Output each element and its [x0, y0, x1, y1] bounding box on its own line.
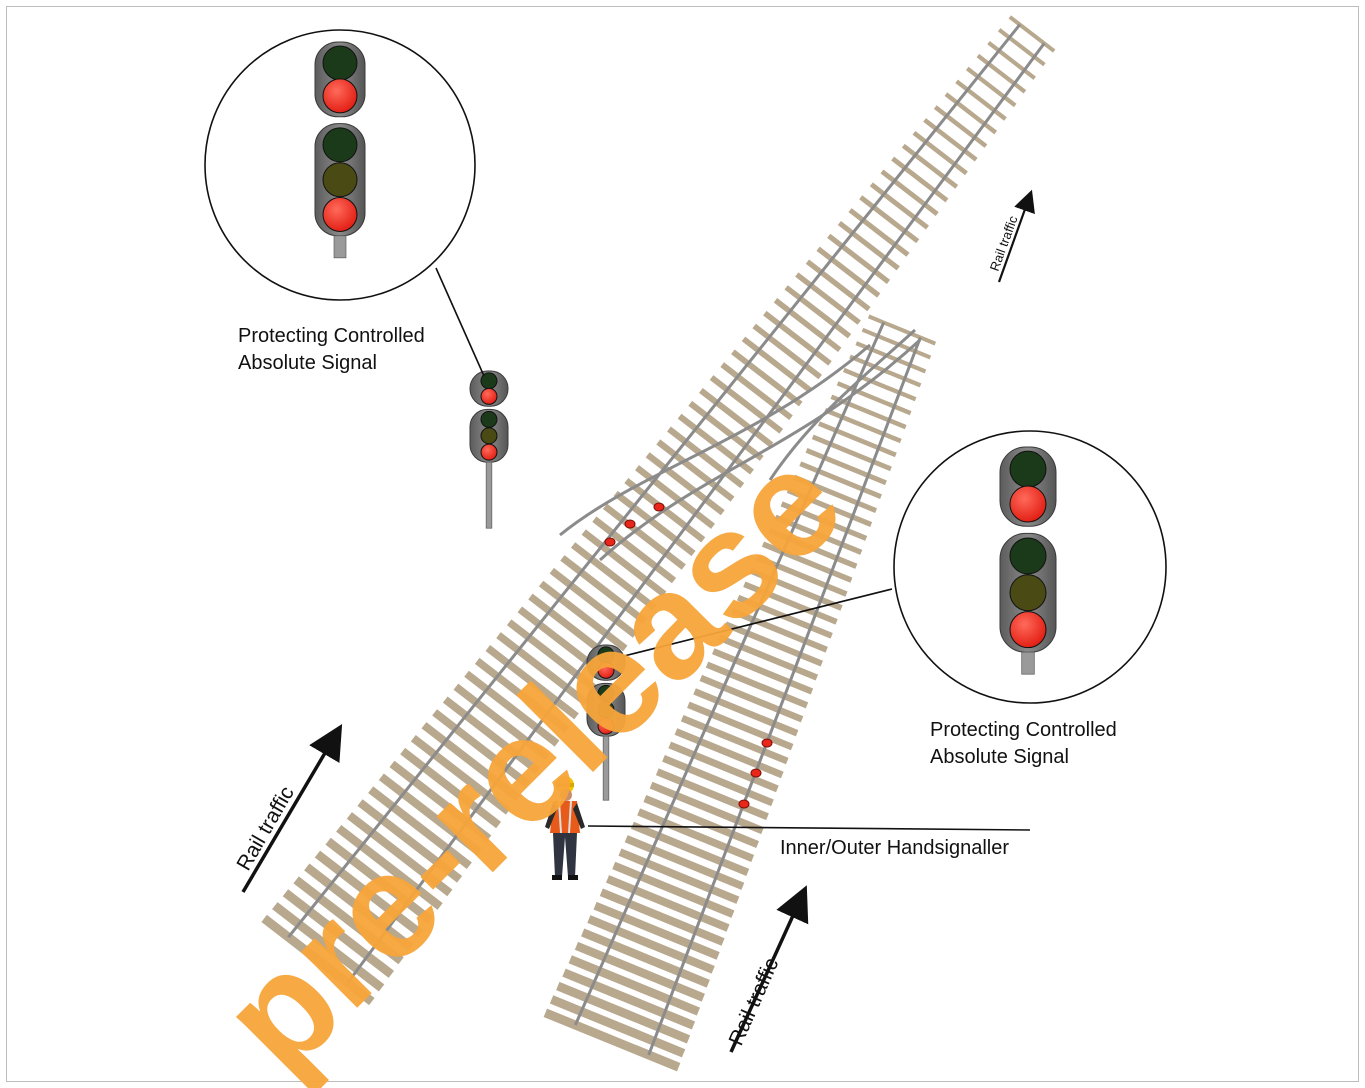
rail-traffic-label-left: Rail traffic: [232, 782, 298, 874]
signal-post: [486, 462, 492, 528]
callout-line-top: [436, 268, 484, 376]
yellow-lamp-icon: [1010, 575, 1046, 611]
detonator: [625, 520, 635, 528]
rail-traffic-label-top: Rail traffic: [987, 213, 1021, 273]
yellow-lamp-icon: [481, 428, 497, 444]
signal-post: [1022, 652, 1035, 674]
red-lamp-icon: [1010, 486, 1046, 522]
red-lamp-icon: [323, 79, 357, 113]
signal-label-right-line1: Protecting Controlled: [930, 719, 1117, 741]
signal-label-top-line1: Protecting Controlled: [238, 325, 425, 347]
red-lamp-icon: [1010, 612, 1046, 648]
magnified-signal-top: [205, 30, 475, 300]
magnified-signal-right: [894, 431, 1166, 703]
signal-label-top-line2: Absolute Signal: [238, 352, 377, 374]
green-lamp-icon: [323, 128, 357, 162]
detonator: [751, 769, 761, 777]
handsignaller-label: Inner/Outer Handsignaller: [780, 837, 1009, 859]
signal-label-right-line2: Absolute Signal: [930, 746, 1069, 768]
red-lamp-icon: [323, 197, 357, 231]
green-lamp-icon: [1010, 451, 1046, 487]
detonator: [739, 800, 749, 808]
green-lamp-icon: [1010, 538, 1046, 574]
signal-post: [334, 236, 346, 258]
yellow-lamp-icon: [323, 163, 357, 197]
red-lamp-icon: [481, 388, 497, 404]
callout-line-handsignaller: [588, 826, 1030, 830]
rail-traffic-label-bottom: Rail traffic: [725, 955, 784, 1049]
green-lamp-icon: [323, 46, 357, 80]
detonator: [762, 739, 772, 747]
red-lamp-icon: [481, 444, 497, 460]
green-lamp-icon: [481, 411, 497, 427]
signal-left-small: [470, 371, 508, 528]
detonator: [605, 538, 615, 546]
